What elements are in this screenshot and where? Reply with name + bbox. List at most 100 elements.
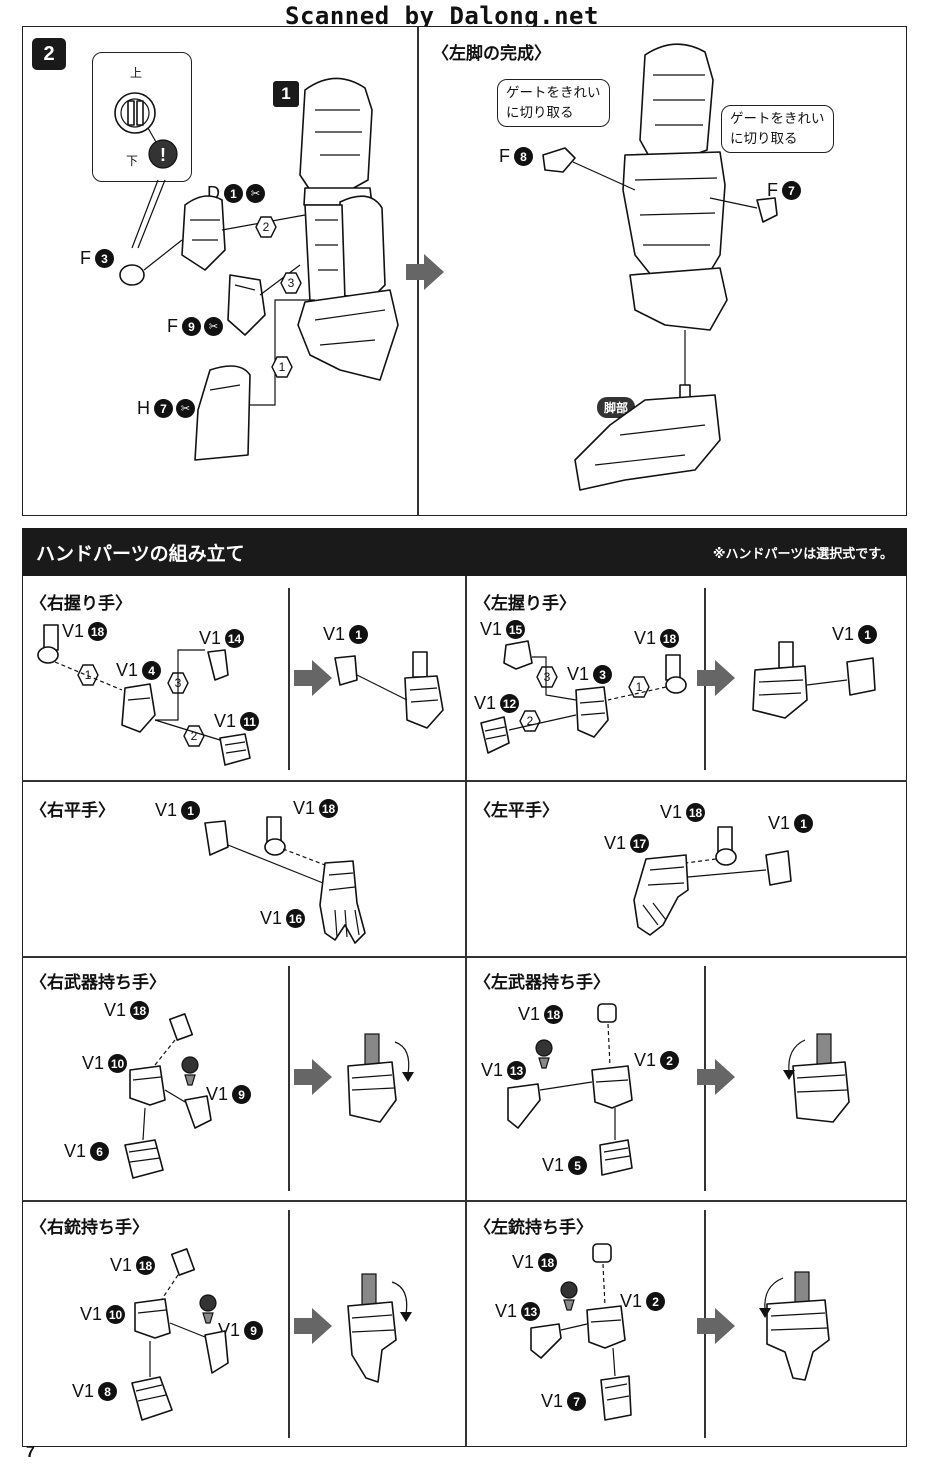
right-gun-parts (131, 1248, 229, 1421)
right-gun-result (347, 1273, 412, 1383)
cut-icon: ✂ (176, 399, 195, 418)
runner-letter: F (767, 180, 778, 200)
result-arrow (697, 1308, 735, 1344)
cut-icon: ✂ (204, 317, 223, 336)
result-divider (288, 588, 290, 770)
page-number: 7 (26, 1444, 35, 1461)
cut-icon: ✂ (246, 184, 265, 203)
hands-panel (22, 576, 907, 1447)
part-number: 7 (782, 181, 801, 200)
callout-line: に切り取る (506, 105, 574, 121)
result-arrow (294, 1059, 332, 1095)
banner-title: ハンドパーツの組み立て (36, 543, 245, 565)
left-flat-parts (633, 826, 792, 936)
left-weapon-result (783, 1033, 850, 1123)
completed-leg-drawing (542, 43, 778, 491)
left-gun-parts (530, 1243, 632, 1421)
seq-hex-2: 2 (255, 216, 277, 238)
svg-text:!: ! (160, 145, 166, 165)
callout-line: ゲートをきれい (506, 85, 601, 101)
callout-line: に切り取る (730, 131, 798, 147)
left-leg-complete-title: 〈左脚の完成〉 (432, 44, 551, 64)
seq-hex: 3 (536, 666, 558, 688)
watermark: Scanned by Dalong.net (285, 2, 599, 30)
part-number: 9 (182, 317, 201, 336)
seq-hex: 1 (77, 664, 99, 686)
runner-letter: F (80, 248, 91, 268)
leg-assembly-drawing (119, 77, 399, 461)
result-divider (288, 1210, 290, 1438)
up-label: 上 (130, 66, 143, 80)
result-arrow (697, 1059, 735, 1095)
callout-pointer (131, 179, 166, 249)
gate-callout-b: ゲートをきれい に切り取る (721, 105, 834, 153)
part-number: 3 (95, 249, 114, 268)
left-grip-parts (480, 640, 687, 754)
title-right-gun: 〈右銃持ち手〉 (30, 1218, 149, 1238)
part-number: 7 (154, 399, 173, 418)
seq-hex-3: 3 (280, 272, 302, 294)
left-gun-result (759, 1271, 830, 1381)
down-label: 下 (126, 154, 139, 168)
seq-hex-1: 1 (271, 356, 293, 378)
right-weapon-result (347, 1033, 414, 1123)
next-step-arrow (406, 254, 444, 290)
left-grip-result (752, 641, 876, 719)
result-arrow (294, 1308, 332, 1344)
right-grip-parts (37, 624, 251, 766)
step-badge: 2 (32, 38, 66, 70)
right-flat-parts (204, 816, 366, 944)
callout-line: ゲートをきれい (730, 111, 825, 127)
runner-letter: F (167, 316, 178, 336)
row-divider (22, 1200, 907, 1202)
title-left-flat: 〈左平手〉 (474, 801, 559, 821)
title-right-grip: 〈右握り手〉 (30, 594, 132, 614)
title-left-weapon: 〈左武器持ち手〉 (474, 973, 610, 993)
banner-note: ※ハンドパーツは選択式です。 (712, 547, 893, 562)
result-arrow (697, 660, 735, 696)
right-grip-result (334, 651, 444, 729)
right-weapon-parts (124, 1013, 212, 1179)
sub-step-badge: 1 (273, 81, 299, 107)
title-left-gun: 〈左銃持ち手〉 (474, 1218, 593, 1238)
part-number: 8 (514, 147, 533, 166)
hand-parts-banner: ハンドパーツの組み立て ※ハンドパーツは選択式です。 (22, 528, 907, 576)
leg-tag: 脚部 (597, 397, 636, 418)
gate-callout-a: ゲートをきれい に切り取る (497, 79, 610, 127)
column-divider (465, 576, 467, 1447)
peg-detail-icon: ! (114, 92, 178, 169)
row-divider (22, 956, 907, 958)
